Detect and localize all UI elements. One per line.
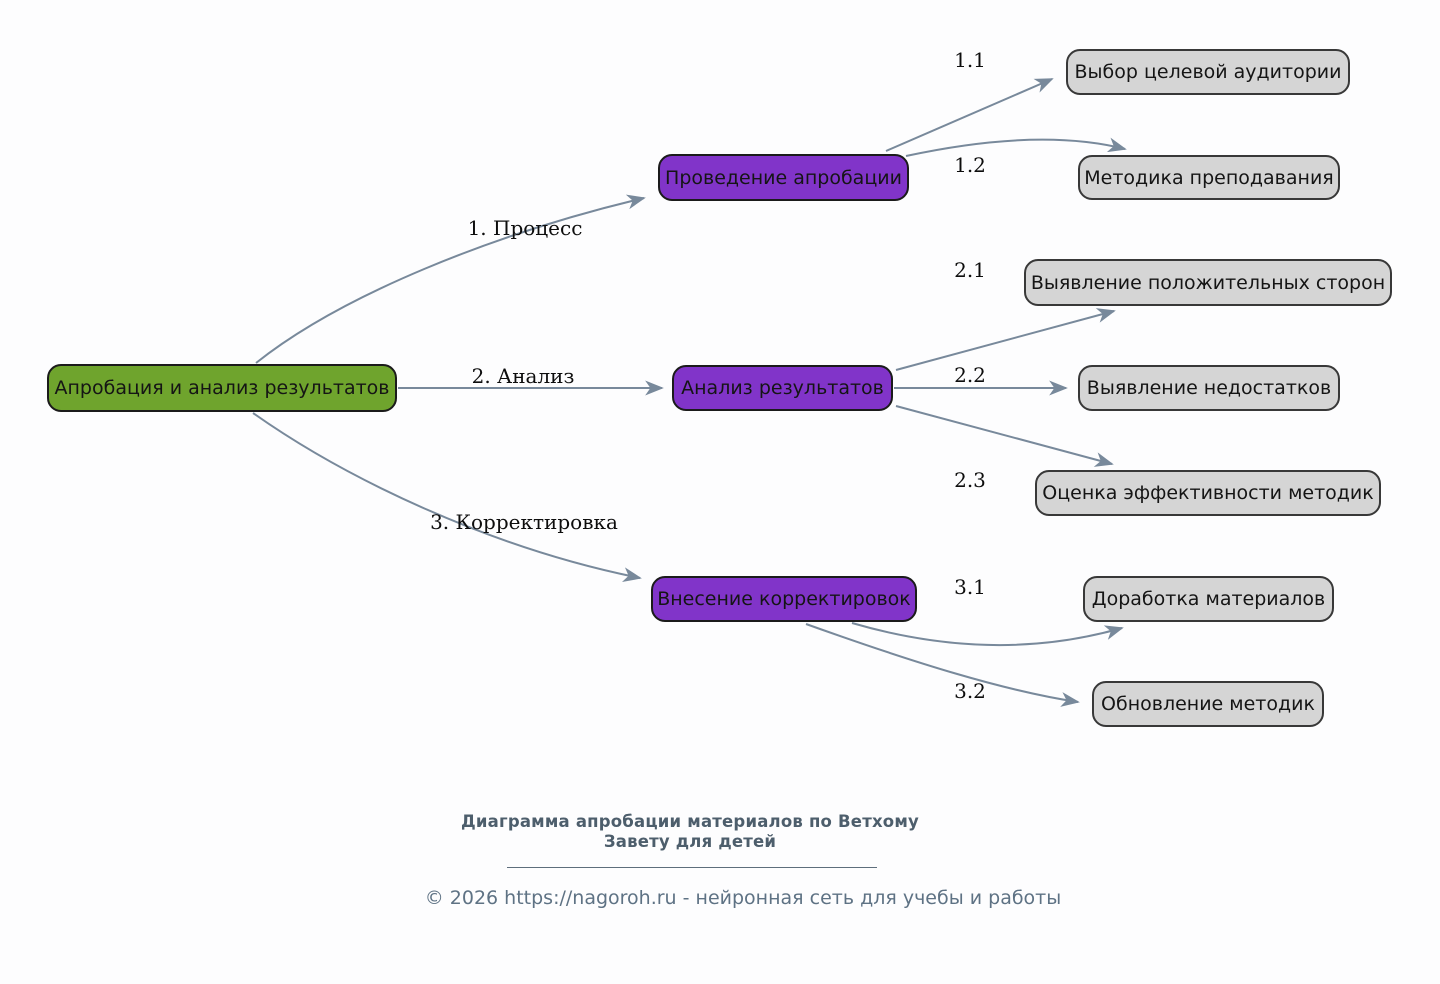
edge-1-1 (885, 78, 1054, 152)
node-leaf-3-1: Доработка материалов (1083, 576, 1334, 622)
node-branch-correction: Внесение корректировок (651, 576, 917, 622)
edge-root-correction (252, 412, 642, 583)
edge-number-1-2: 1.2 (954, 153, 986, 177)
edge-number-2-3: 2.3 (954, 468, 986, 492)
edge-2-1 (895, 308, 1116, 371)
node-branch-process: Проведение апробации (658, 154, 909, 201)
footer-copyright: © 2026 https://nagoroh.ru - нейронная се… (424, 887, 1062, 909)
edge-number-1-1: 1.1 (954, 48, 986, 72)
edge-number-3-2: 3.2 (954, 679, 986, 703)
footer-divider (507, 867, 877, 868)
edge-number-2-2: 2.2 (954, 363, 986, 387)
edge-label-correction: 3. Корректировка (430, 510, 618, 534)
node-branch-analysis: Анализ результатов (672, 365, 893, 411)
node-leaf-2-1: Выявление положительных сторон (1024, 259, 1392, 306)
node-leaf-1-1: Выбор целевой аудитории (1066, 49, 1350, 95)
footer-title-line2: Завету для детей (603, 831, 777, 851)
footer-title-line1: Диаграмма апробации материалов по Ветхом… (461, 812, 919, 831)
edge-3-2 (805, 623, 1080, 707)
node-leaf-1-2: Методика преподавания (1078, 155, 1340, 200)
edge-3-1 (851, 622, 1124, 646)
edge-label-analysis: 2. Анализ (471, 364, 575, 388)
edge-1-2 (905, 137, 1127, 157)
node-leaf-3-2: Обновление методик (1092, 681, 1324, 727)
edge-2-3 (895, 405, 1114, 467)
node-root: Апробация и анализ результатов (47, 364, 397, 412)
edge-root-process (255, 194, 646, 364)
node-leaf-2-2: Выявление недостатков (1078, 365, 1340, 411)
footer-title: Диаграмма апробации материалов по Ветхом… (461, 812, 919, 851)
edge-number-3-1: 3.1 (954, 575, 986, 599)
node-leaf-2-3: Оценка эффективности методик (1035, 470, 1381, 516)
edge-label-process: 1. Процесс (467, 216, 583, 240)
edge-number-2-1: 2.1 (954, 258, 986, 282)
